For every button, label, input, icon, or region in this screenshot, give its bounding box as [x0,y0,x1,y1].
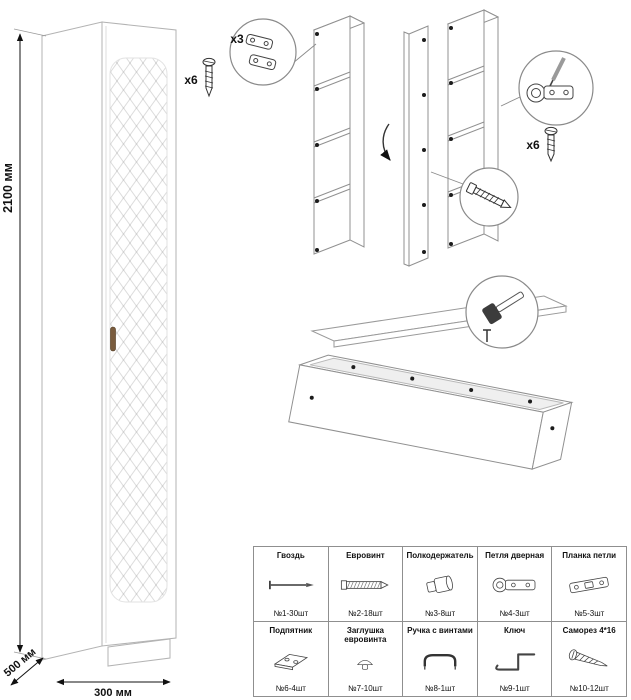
part-qty: №7-10шт [348,684,383,693]
part-name: Ключ [504,626,526,635]
part-cell-screw: Саморез 4*16 №10-12шт [552,622,627,697]
part-cell-euroscrew: Евровинт №2-18шт [328,547,404,622]
hinge-plate-icon [245,33,277,71]
screw-icon [202,57,216,98]
callout-screws-right: x6 [526,126,558,163]
part-name: Полкодержатель [406,551,474,560]
dimension-depth: 500 мм [2,646,44,686]
dimension-width: 300 мм [56,678,171,699]
euroscrew-icon [465,182,512,209]
height-dimension-label: 2100 мм [1,163,15,213]
screw-icon [569,648,608,666]
wardrobe-base [107,638,171,667]
callout-hammer [465,275,539,349]
part-name: Саморез 4*16 [562,626,616,635]
nail-icon [268,580,314,589]
part-qty: №3-8шт [424,609,456,618]
part-name: Гвоздь [276,551,305,560]
part-qty: №6-4шт [275,684,306,693]
screw-left-qty-label: x6 [184,73,198,87]
dowel-hole-dots [422,38,426,254]
part-cell-shelf-support: Полкодержатель №3-8шт [403,547,478,622]
screw-right-qty-label: x6 [526,138,540,152]
wardrobe-drawing [41,21,177,667]
callout-euroscrew [430,167,519,227]
parts-table-row-2: Подпятник №6-4шт Заглушка евровинта №7-1… [254,622,627,697]
flip-arrow-icon [380,123,391,161]
door-handle [110,326,116,352]
dowel-hole-dots [315,32,319,252]
hinge-install-icon [526,57,574,103]
loose-side-panel [403,25,429,267]
part-qty: №9-1шт [499,684,530,693]
hammer-icon [482,291,525,325]
plinth-box-drawing [288,354,574,470]
part-cell-nail: Гвоздь №1-30шт [254,547,329,622]
wardrobe-side-panel [41,21,103,661]
part-cell-key: Ключ №9-1шт [477,622,553,697]
key-icon [494,652,535,671]
screw-icon [544,126,558,163]
callout-screws-left: x6 [184,57,216,98]
part-qty: №1-30шт [273,609,309,618]
foot-icon [273,653,308,670]
part-qty: №8-1шт [424,684,456,693]
part-name: Евровинт [346,551,385,560]
nail-position-dots [309,365,555,431]
callout-hinge-install [500,50,594,126]
part-qty: №10-12шт [569,684,609,693]
door-hinge-icon [492,577,535,592]
part-cell-door-hinge: Петля дверная №4-3шт [477,547,553,622]
parts-table: Гвоздь №1-30шт Евровинт [253,546,627,697]
shelf-unit-left [312,15,366,255]
part-qty: №5-3шт [574,609,605,618]
parts-table-row-1: Гвоздь №1-30шт Евровинт [254,547,627,622]
part-cell-hinge-plate: Планка петли №5-3шт [552,547,627,622]
part-cell-handle: Ручка с винтами №8-1шт [403,622,478,697]
part-name: Заглушка евровинта [344,626,387,645]
part-qty: №4-3шт [499,609,530,618]
part-name: Ручка с винтами [407,626,473,635]
width-dimension-label: 300 мм [94,687,132,699]
shelf-support-icon [426,575,453,593]
part-name: Петля дверная [485,551,545,560]
dimension-height: 2100 мм [1,28,47,660]
part-qty: №2-18шт [348,609,383,618]
cap-icon [357,660,374,670]
callout-hinge-plates: x3 [229,18,317,86]
hinge-plate-icon [569,576,609,593]
part-name: Планка петли [562,551,617,560]
euroscrew-icon [341,579,390,590]
handle-icon [423,653,457,670]
part-name: Подпятник [269,626,313,635]
part-cell-foot: Подпятник №6-4шт [254,622,329,697]
part-cell-cap: Заглушка евровинта №7-10шт [328,622,404,697]
door-quilt-pattern [109,57,168,603]
hinge-plate-qty-label: x3 [230,32,244,46]
dowel-hole-dots [449,26,453,246]
